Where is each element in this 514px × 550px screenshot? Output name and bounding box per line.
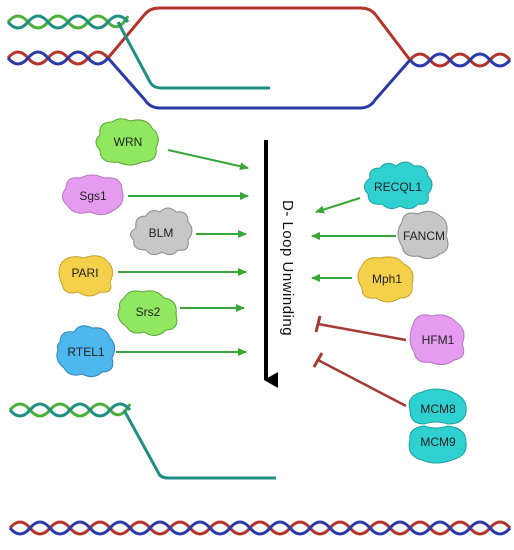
mcm-inhibit-line	[317, 358, 407, 408]
promoter-fancm: FANCM	[311, 210, 449, 260]
inhibitor-hfm1: HFM1	[314, 314, 465, 366]
wrn-arrow	[167, 149, 249, 171]
left-duplex-helix	[6, 50, 110, 66]
recql1-cloud	[364, 161, 433, 210]
right-duplex-helix	[408, 52, 512, 68]
fancm-blob	[397, 210, 449, 260]
invading-strand-tail	[116, 21, 270, 90]
hfm1-blob	[409, 314, 465, 366]
center-label: D- Loop Unwinding	[279, 200, 296, 336]
released-strand	[8, 402, 276, 480]
srs2-blob	[117, 290, 178, 336]
sgs1-label: Sgs1	[79, 189, 107, 203]
promoter-rtel1: RTEL1	[56, 325, 247, 378]
mcm9-lobe	[408, 425, 467, 464]
hfm1-label: HFM1	[422, 333, 455, 347]
blm-label: BLM	[149, 226, 174, 240]
srs2-label: Srs2	[136, 305, 161, 319]
wrn-blob	[95, 118, 159, 166]
displaced-strand	[106, 6, 412, 61]
wrn-label: WRN	[114, 135, 143, 149]
pari-label: PARI	[71, 266, 98, 280]
mph1-label: Mph1	[372, 272, 402, 286]
rtel1-label: RTEL1	[67, 345, 104, 359]
mph1-blob	[357, 256, 414, 303]
restored-duplex	[8, 520, 512, 536]
mcm8-lobe	[408, 388, 467, 425]
blm-cloud	[130, 207, 193, 256]
fancm-label: FANCM	[403, 229, 445, 243]
promoter-mph1: Mph1	[311, 256, 414, 303]
promoter-pari: PARI	[58, 255, 247, 297]
pari-blob	[58, 255, 114, 297]
recql1-label: RECQL1	[374, 180, 422, 194]
hfm1-inhibit-bar	[314, 315, 322, 333]
promoter-srs2: Srs2	[117, 290, 245, 336]
promoter-recql1: RECQL1	[315, 161, 433, 214]
sgs1-blob	[62, 174, 124, 216]
recql1-arrow	[315, 197, 361, 214]
promoter-blm: BLM	[130, 207, 247, 256]
mcm9-label: MCM9	[420, 435, 456, 449]
top-dloop-structure	[6, 6, 512, 110]
rtel1-blob	[56, 325, 116, 378]
mcm-inhibit-bar	[312, 352, 324, 368]
template-strand	[106, 57, 412, 110]
promoter-wrn: WRN	[95, 118, 249, 171]
invading-strand-helix	[6, 14, 130, 30]
promoter-sgs1: Sgs1	[62, 174, 249, 216]
hfm1-inhibit-line	[317, 322, 407, 342]
inhibitor-mcm8-mcm9: MCM8 MCM9	[312, 352, 467, 464]
mcm8-label: MCM8	[420, 402, 456, 416]
